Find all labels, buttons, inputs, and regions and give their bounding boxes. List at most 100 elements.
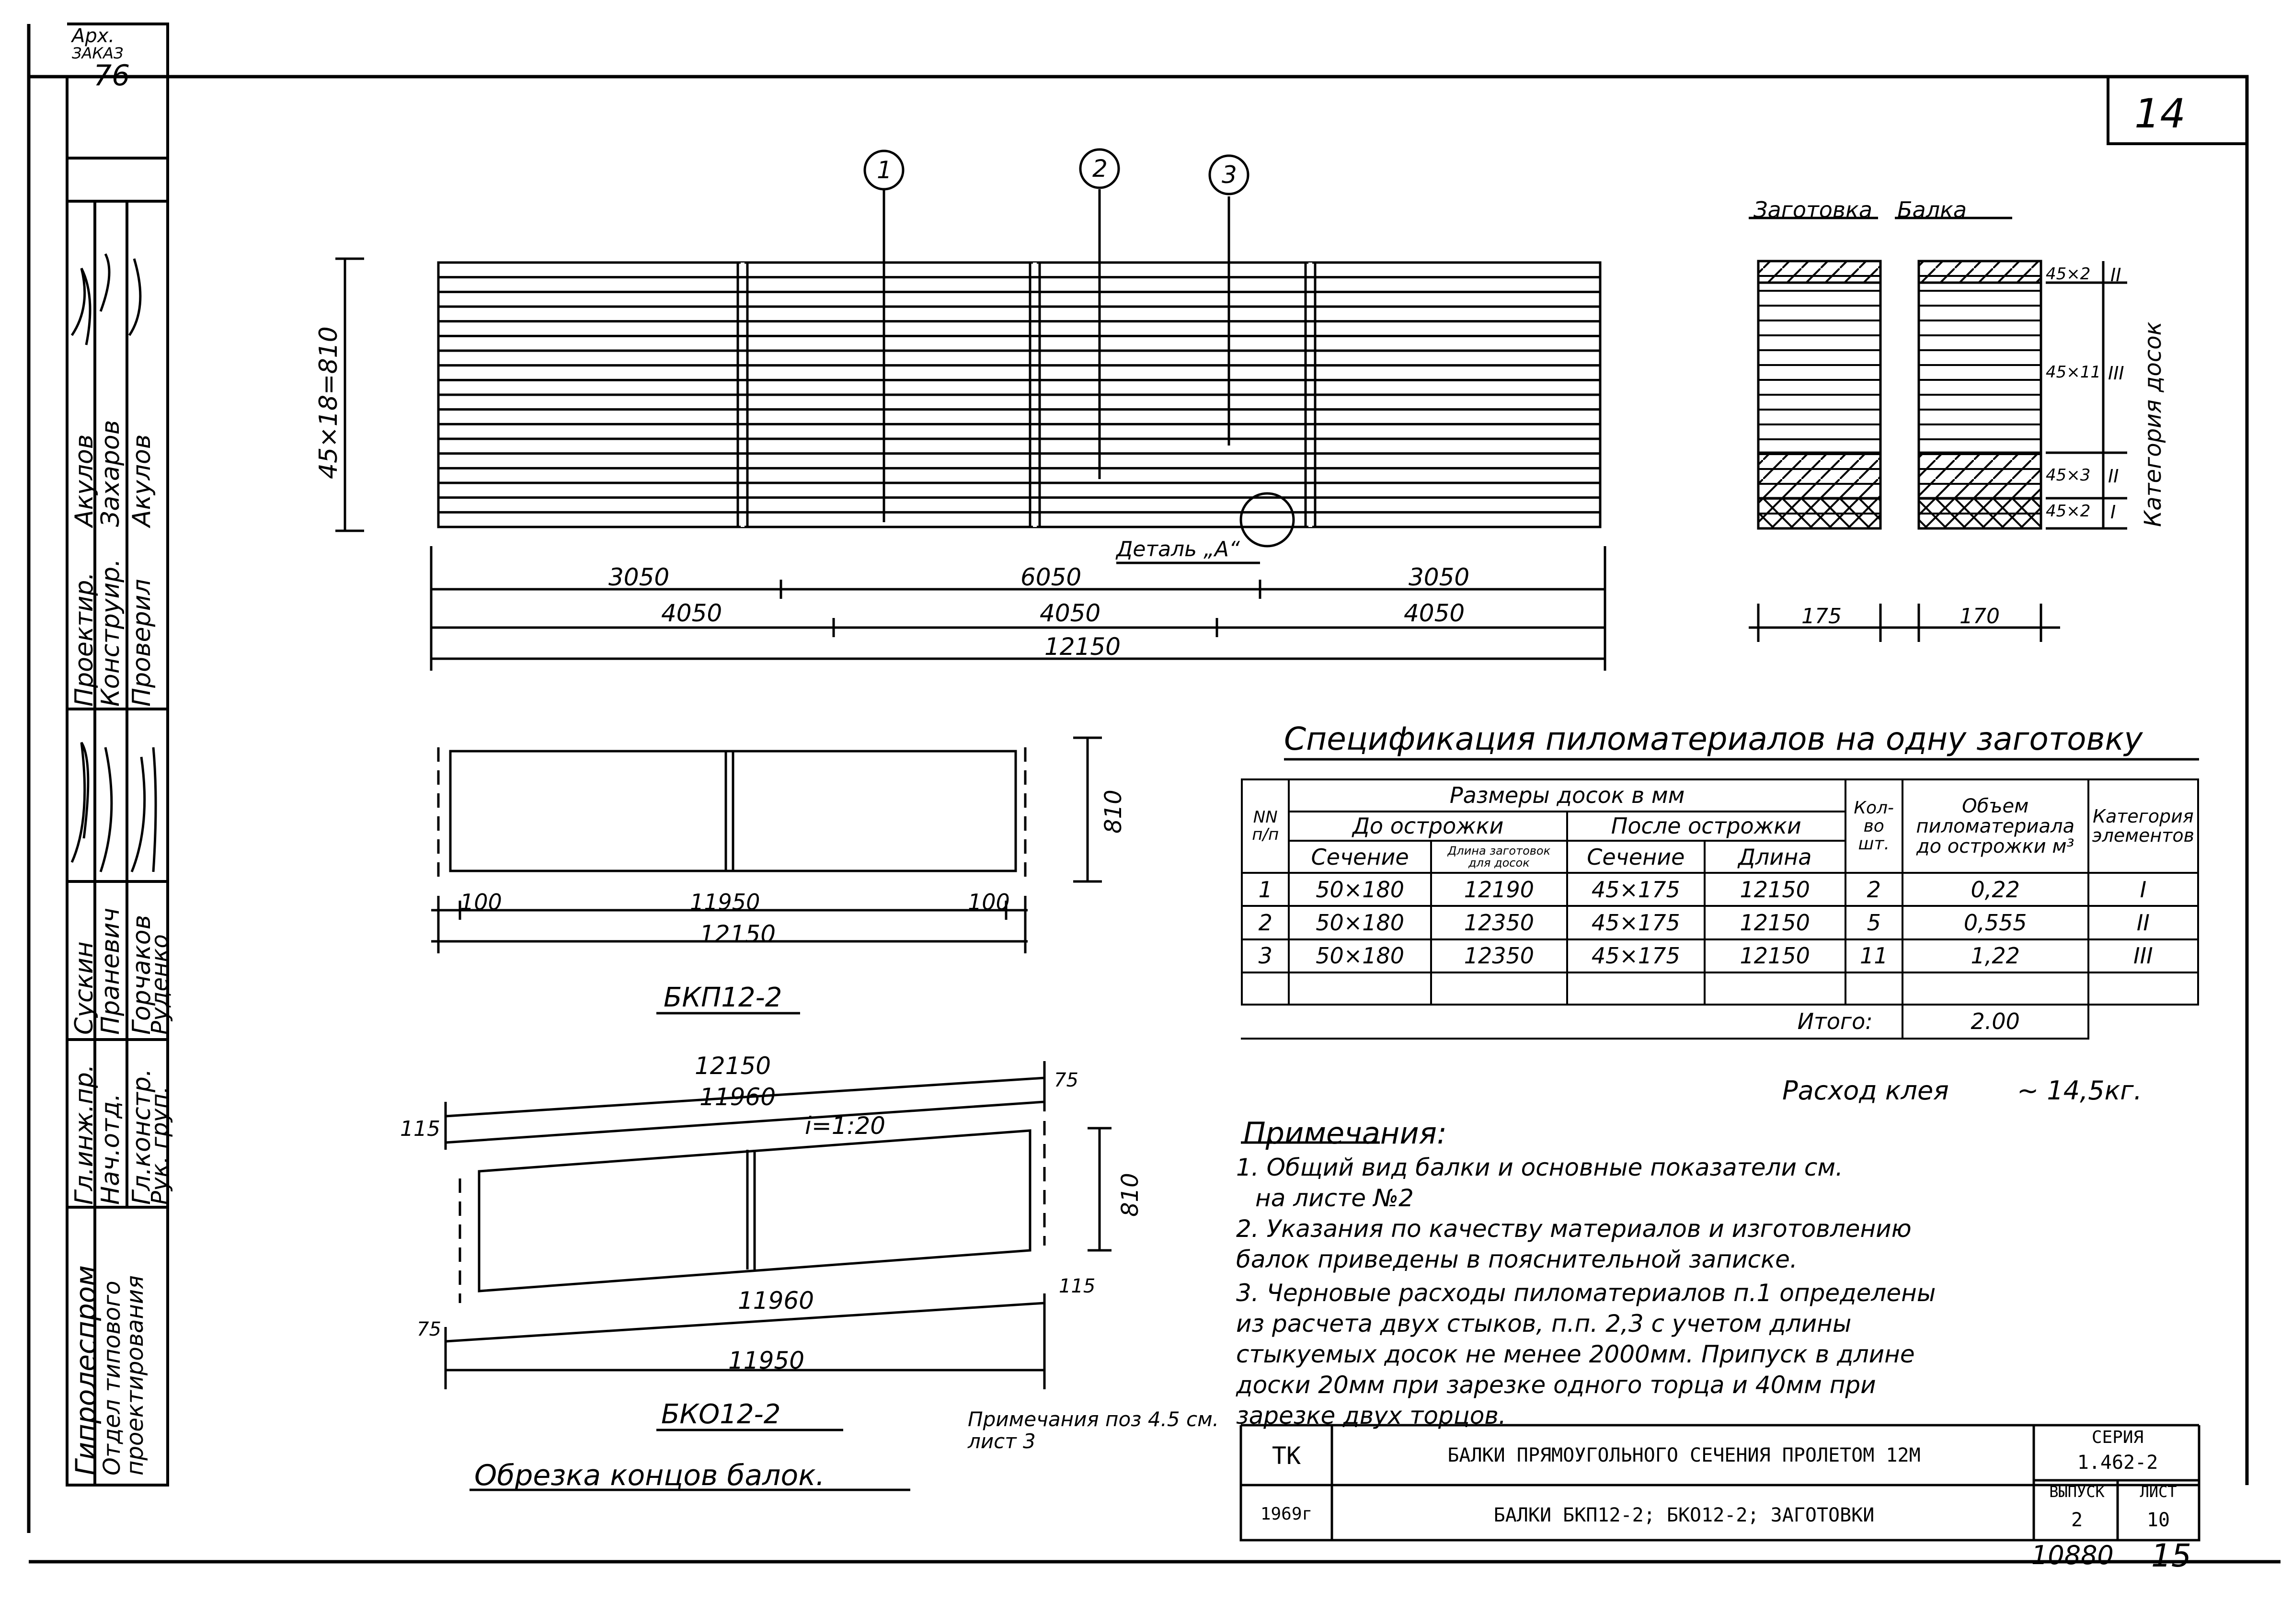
cell: [1703, 971, 1846, 1006]
cell: [1430, 971, 1568, 1006]
bko-view: [444, 1061, 1112, 1491]
footer-code: 10880: [2031, 1540, 2114, 1570]
cell: [2087, 971, 2200, 1006]
note-line: 2. Указания по качеству материалов и изг…: [1236, 1215, 1912, 1243]
bkp-total: 12150: [699, 920, 776, 948]
total-row: Итого: 2.00: [1242, 1003, 2198, 1040]
bko-caption: БКО12-2: [661, 1399, 781, 1430]
tb-issue: 2: [2071, 1509, 2083, 1531]
stamp-role-5: Нач.отд.: [96, 1093, 125, 1205]
cell: [1566, 971, 1706, 1006]
stamp-org: Гипролеспром: [69, 1265, 102, 1475]
bko-top-right-75: 75: [1054, 1069, 1078, 1091]
stamp-role-4: Гл.инж.пр.: [70, 1064, 99, 1205]
tb-title: БАЛКИ ПРЯМОУГОЛЬНОГО СЕЧЕНИЯ ПРОЛЕТОМ 12…: [1447, 1444, 1921, 1466]
bko-left-115: 115: [400, 1117, 440, 1141]
notes-body: 1. Общий вид балки и основные показатели…: [1236, 1152, 2218, 1431]
bkp-height: 810: [1100, 789, 1127, 834]
cell: 50×180: [1288, 905, 1432, 940]
cat-1: II: [2110, 264, 2121, 286]
cell: 45×175: [1566, 938, 1706, 973]
dim-3050-right: 3050: [1409, 563, 1470, 591]
cell: 0,555: [1901, 905, 2089, 940]
cell: [1240, 971, 1290, 1006]
bko-bottom-11960: 11960: [738, 1287, 814, 1315]
callout-3: 3: [1222, 161, 1237, 189]
height-dim: 45×18=810: [314, 326, 343, 479]
table-row: 3 50×180 12350 45×175 12150 11 1,22 III: [1240, 938, 2200, 973]
table-row: 1 50×180 12190 45×175 12150 2 0,22 I: [1240, 872, 2200, 907]
total-value: 2.00: [1901, 1003, 2089, 1040]
cell: 2: [1844, 872, 1903, 907]
bkp-caption: БКП12-2: [664, 982, 782, 1013]
detail-label: Деталь „А“: [1116, 537, 1240, 561]
stamp-role-3: Проверил: [127, 579, 156, 707]
cell: 12150: [1703, 872, 1846, 907]
layer-1: 45×2: [2046, 264, 2091, 284]
bkp-dim-11950: 11950: [690, 889, 760, 915]
note-line: на листе №2: [1255, 1184, 1414, 1212]
tb-sheet-label: ЛИСТ: [2140, 1483, 2177, 1501]
stamp-dept: Отдел типового проектирования: [99, 1275, 149, 1475]
bko-top-11960: 11960: [699, 1083, 776, 1111]
cell: 50×180: [1288, 938, 1432, 973]
h-section-2: Сечение: [1566, 840, 1706, 874]
beam-elevation: [335, 148, 1606, 671]
cell: 12150: [1703, 905, 1846, 940]
cell: 45×175: [1566, 905, 1706, 940]
note-line: стыкуемых досок не менее 2000мм. Припуск…: [1236, 1340, 1915, 1368]
bkp-dim-100-right: 100: [968, 889, 1010, 915]
cell: 12350: [1430, 938, 1568, 973]
cat-2: III: [2108, 363, 2124, 384]
cat-4: I: [2110, 502, 2116, 523]
tb-year: 1969г: [1260, 1504, 1313, 1524]
layer-2: 45×11: [2046, 363, 2101, 382]
cell: 1,22: [1901, 938, 2089, 973]
cell: 45×175: [1566, 872, 1706, 907]
cell: 12150: [1703, 938, 1846, 973]
bko-bottom-left-75: 75: [417, 1318, 441, 1340]
glue-label: Расход клея: [1782, 1075, 1949, 1106]
h-no: NN п/п: [1240, 778, 1290, 874]
cell: 0,22: [1901, 872, 2089, 907]
stamp-role-7: Рук. груп.: [147, 1086, 173, 1205]
note-line: 1. Общий вид балки и основные показатели…: [1236, 1154, 1843, 1181]
bko-bottom-right-115: 115: [1059, 1275, 1096, 1297]
callout-1: 1: [877, 156, 892, 184]
dim-6050: 6050: [1020, 563, 1082, 591]
h-section-1: Сечение: [1288, 840, 1432, 874]
width-175: 175: [1801, 604, 1842, 629]
h-length: Длина: [1703, 840, 1846, 874]
cell: III: [2087, 938, 2200, 973]
cat-3: II: [2108, 466, 2119, 487]
tb-tk: ТК: [1272, 1442, 1301, 1470]
h-after: После острожки: [1566, 810, 1846, 842]
layer-3: 45×3: [2046, 466, 2091, 485]
note-line: зарезке двух торцов.: [1236, 1402, 1506, 1430]
cell: [2087, 1003, 2198, 1039]
tb-sheet: 10: [2146, 1509, 2170, 1531]
side-note: Примечания поз 4.5 см. лист 3: [968, 1407, 1219, 1453]
cell: [1288, 971, 1432, 1006]
dim-4050-c: 4050: [1404, 599, 1465, 627]
spec-table: NN п/п Размеры досок в мм Кол-во шт. Объ…: [1240, 778, 2200, 1040]
stamp-name-2: Захаров: [96, 420, 125, 527]
h-before: До острожки: [1288, 810, 1568, 842]
note-line: балок приведены в пояснительной записке.: [1236, 1246, 1798, 1273]
h-qty: Кол-во шт.: [1844, 778, 1903, 874]
h-sizes: Размеры досок в мм: [1288, 778, 1846, 812]
archive-label: Арх.: [72, 25, 115, 47]
order-number: 76: [93, 59, 130, 92]
stamp-name-5: Праневич: [96, 907, 125, 1035]
note-line: 3. Черновые расходы пиломатериалов п.1 о…: [1236, 1279, 1936, 1307]
bkp-view: [431, 736, 1102, 1015]
cell: 3: [1240, 938, 1290, 973]
sheet-number: 14: [2134, 90, 2186, 137]
callout-2: 2: [1092, 155, 1108, 183]
cell: [1901, 971, 2089, 1006]
cell: 5: [1844, 905, 1903, 940]
cell: I: [2087, 872, 2200, 907]
bko-height: 810: [1117, 1173, 1144, 1217]
heading-beam: Балка: [1897, 197, 1967, 223]
h-category: Категория элементов: [2087, 778, 2200, 874]
